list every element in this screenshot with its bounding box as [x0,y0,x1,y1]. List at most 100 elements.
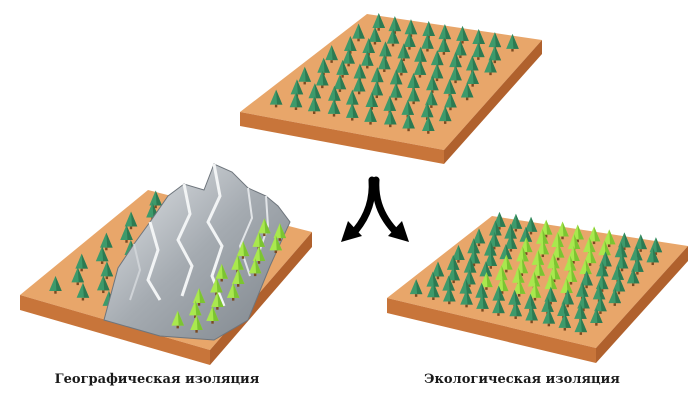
conifer-tree-icon [325,45,338,63]
platform-front-edge [240,112,444,164]
conifer-tree-icon [370,80,384,99]
conifer-tree-icon [345,102,359,121]
conifer-tree-icon [226,282,240,301]
conifer-tree-icon [231,269,245,287]
arrow-head-left [341,221,362,242]
conifer-tree-icon [407,86,420,105]
conifer-tree-icon [551,242,565,261]
conifer-tree-icon [556,221,569,240]
geographic-isolation-platform [20,163,312,365]
conifer-tree-icon [388,16,402,34]
conifer-tree-icon [525,305,538,324]
conifer-tree-icon [438,106,452,124]
conifer-tree-icon [561,289,575,308]
conifer-tree-icon [95,246,109,264]
conifer-tree-icon [96,275,110,294]
conifer-tree-icon [476,293,489,312]
conifer-tree-icon [427,282,440,300]
conifer-tree-icon [488,45,502,64]
conifer-tree-icon [431,261,445,280]
conifer-tree-icon [124,211,138,230]
conifer-tree-icon [512,278,526,297]
conifer-tree-icon [646,247,660,266]
conifer-tree-icon [377,54,391,72]
conifer-tree-icon [360,50,374,69]
conifer-tree-icon [608,288,622,306]
conifer-tree-icon [258,218,271,237]
conifer-tree-icon [583,248,597,266]
platform-side-edge [210,232,312,365]
conifer-tree-icon [273,223,287,241]
conifer-tree-icon [528,282,542,301]
conifer-tree-icon [472,42,485,60]
ancestral-population-platform [240,13,542,164]
conifer-tree-icon [558,312,572,331]
conifer-tree-icon [49,275,62,294]
conifer-tree-icon [342,48,355,67]
conifer-tree-icon [421,116,435,134]
tree-group-ancestral [269,13,519,134]
conifer-tree-icon [574,317,588,335]
conifer-tree-icon [352,23,365,42]
platform-side-edge [444,40,542,164]
conifer-tree-icon [307,96,321,114]
platform-front-edge [387,298,596,363]
conifer-tree-icon [634,234,648,252]
arrow-head-right [388,221,409,242]
conifer-tree-icon [252,246,266,264]
conifer-tree-icon [472,228,486,247]
conifer-tree-icon [344,36,357,54]
conifer-tree-icon [71,267,85,286]
conifer-tree-icon [437,37,451,55]
conifer-tree-icon [289,92,303,110]
conifer-tree-icon [580,270,593,289]
conifer-tree-icon [615,253,629,272]
conifer-tree-icon [402,113,415,132]
tree-group-mixed-populations [409,211,663,335]
conifer-tree-icon [509,213,523,232]
conifer-tree-icon [449,65,462,84]
conifer-tree-icon [532,260,545,279]
conifer-tree-icon [444,92,457,111]
conifer-tree-icon [484,57,497,76]
conifer-tree-icon [215,263,229,282]
conifer-tree-icon [372,13,386,31]
platform-front-edge [20,295,210,365]
conifer-tree-icon [425,90,438,108]
conifer-tree-icon [383,109,397,128]
ecological-isolation-platform [387,211,688,363]
conifer-tree-icon [456,25,469,44]
conifer-tree-icon [594,296,607,314]
conifer-tree-icon [426,75,439,93]
conifer-tree-icon [506,33,519,52]
conifer-tree-icon [333,74,347,92]
caption-geographic-isolation: Географическая изоляция [54,372,260,387]
conifer-tree-icon [389,82,403,101]
conifer-tree-icon [397,43,411,62]
conifer-tree-icon [386,28,400,47]
conifer-tree-icon [336,59,349,78]
caption-ecological-isolation: Экологическая изоляция [424,372,620,387]
tree-group-light-population [171,218,287,333]
conifer-tree-icon [248,258,262,277]
conifer-tree-icon [509,301,522,319]
conifer-tree-icon [315,70,329,89]
conifer-tree-icon [542,308,556,327]
conifer-tree-icon [352,76,366,95]
conifer-tree-icon [188,300,202,319]
conifer-tree-icon [504,233,518,252]
split-arrow-icon [352,176,398,234]
conifer-tree-icon [500,254,513,273]
conifer-tree-icon [430,63,444,82]
conifer-tree-icon [420,102,434,120]
conifer-tree-icon [443,286,456,305]
conifer-tree-icon [395,57,408,76]
conifer-tree-icon [602,229,616,248]
conifer-tree-icon [421,33,434,52]
conifer-tree-icon [236,241,250,259]
conifer-tree-icon [460,289,473,308]
conifer-tree-icon [480,272,493,290]
conifer-tree-icon [564,266,578,285]
conifer-tree-icon [409,279,423,297]
